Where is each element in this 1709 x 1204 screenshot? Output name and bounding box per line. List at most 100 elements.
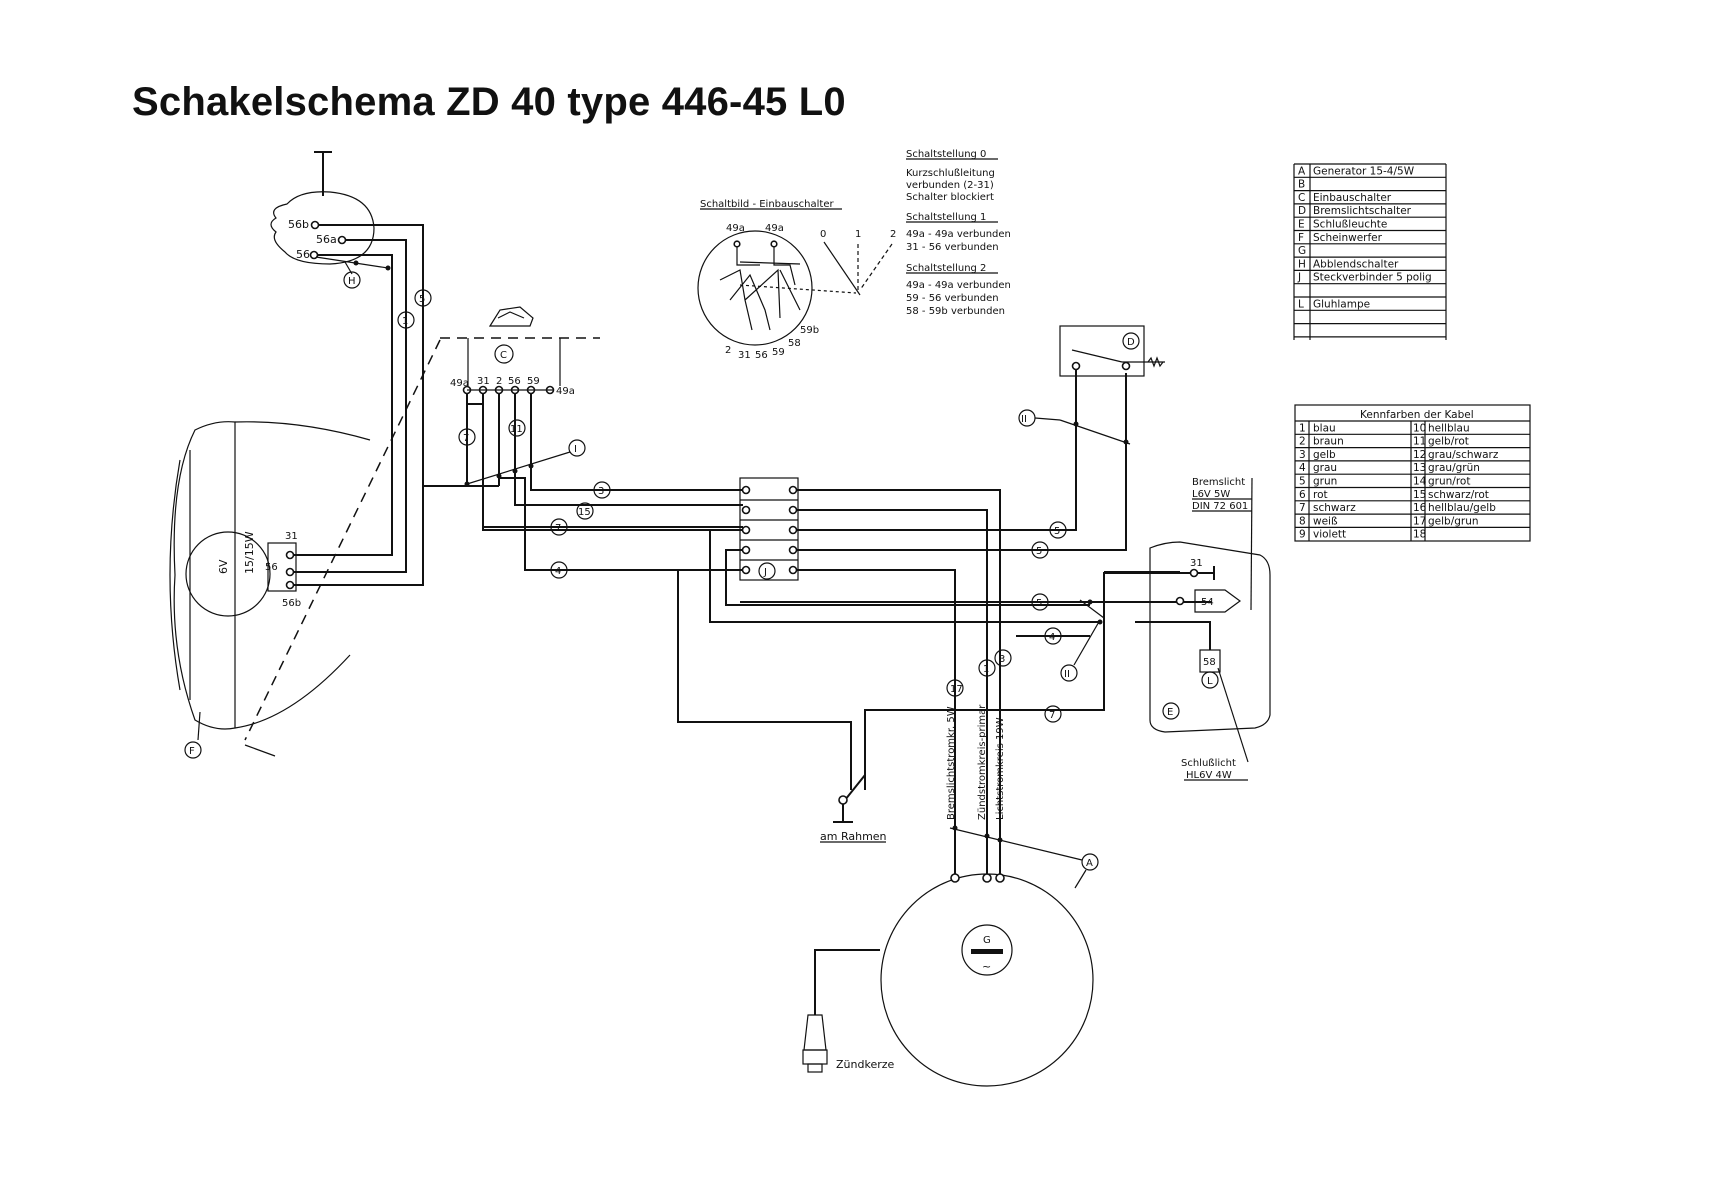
connector-j: J bbox=[677, 477, 1100, 790]
cable-num: 9 bbox=[1299, 529, 1306, 541]
dimmer-terminal-56a: 56a bbox=[316, 233, 337, 246]
cable-num: 7 bbox=[1299, 502, 1306, 514]
lamp-watt: 15/15W bbox=[243, 531, 256, 574]
zundkerze-label: Zündkerze bbox=[836, 1058, 895, 1071]
cable-num: 4 bbox=[1299, 462, 1306, 474]
dimmer-wires: 1 5 bbox=[290, 224, 432, 586]
switch-positions: Schaltstellung 0 Kurzschlußleitung verbu… bbox=[906, 149, 1011, 317]
sb-terminal-49a-1: 49a bbox=[726, 223, 745, 234]
cable-num: 1 bbox=[1299, 422, 1306, 434]
wire-num-1b: 1 bbox=[983, 664, 989, 675]
cable-color: weiß bbox=[1313, 515, 1338, 527]
component-key: A bbox=[1298, 165, 1306, 177]
cable-color: gelb/grun bbox=[1428, 515, 1479, 527]
component-name: Bremslichtschalter bbox=[1313, 205, 1412, 217]
c-terminal-31: 31 bbox=[477, 376, 490, 387]
wire-num-4a: 4 bbox=[555, 566, 561, 577]
cable-num: 18 bbox=[1413, 529, 1426, 541]
pos0-line-2: verbunden (2-31) bbox=[906, 180, 994, 191]
bremslicht-din: DIN 72 601 bbox=[1192, 501, 1248, 512]
cable-color: grau/schwarz bbox=[1428, 449, 1499, 461]
bremslicht-label: Bremslicht bbox=[1192, 477, 1245, 488]
component-key: D bbox=[1298, 205, 1306, 217]
component-name: Generator 15-4/5W bbox=[1313, 165, 1415, 177]
letter-a: A bbox=[1086, 858, 1093, 869]
sb-pos-0: 0 bbox=[820, 229, 826, 240]
connector-right-wires: II 5 5 5 4 7 bbox=[740, 373, 1212, 874]
cable-color: hellblau bbox=[1428, 422, 1470, 434]
cable-color: hellblau/gelb bbox=[1428, 502, 1496, 514]
generator-ac-symbol: ~ bbox=[982, 960, 991, 973]
lamp-terminal-56a: 56 bbox=[265, 562, 278, 573]
letter-c: C bbox=[500, 350, 507, 361]
cable-num: 17 bbox=[1413, 515, 1426, 527]
bremslicht-spec: L6V 5W bbox=[1192, 489, 1230, 500]
letter-d: D bbox=[1127, 337, 1135, 348]
cable-color: grun/rot bbox=[1428, 476, 1470, 488]
cable-color: gelb bbox=[1313, 449, 1336, 461]
cable-color: schwarz bbox=[1313, 502, 1356, 514]
sb-terminal-59b: 59b bbox=[800, 325, 819, 336]
sb-terminal-56: 56 bbox=[755, 350, 768, 361]
c-terminal-49a-right: 49a bbox=[556, 386, 575, 397]
cable-num: 6 bbox=[1299, 489, 1306, 501]
headlamp: 6V 15/15W 31 56 56b F bbox=[169, 337, 600, 759]
pos0-line-3: Schalter blockiert bbox=[906, 192, 994, 203]
sb-terminal-49a-2: 49a bbox=[765, 223, 784, 234]
pos2-title: Schaltstellung 2 bbox=[906, 263, 986, 274]
bremslicht-stromkreis-label: Bremslichtstromkr. 5W bbox=[946, 706, 957, 820]
cable-num: 14 bbox=[1413, 476, 1427, 488]
generator: G ~ A Zündkerze 17 1 3 Bremslichtstromkr… bbox=[802, 649, 1099, 1087]
cable-color: braun bbox=[1313, 436, 1344, 448]
schaltbild-title: Schaltbild - Einbauschalter bbox=[700, 199, 835, 210]
wire-num-17: 17 bbox=[950, 684, 963, 695]
lamp-terminal-31: 31 bbox=[285, 531, 298, 542]
cable-num: 11 bbox=[1413, 436, 1426, 448]
am-rahmen-label: am Rahmen bbox=[820, 830, 887, 843]
cable-color: grun bbox=[1313, 476, 1337, 488]
e-terminal-58: 58 bbox=[1203, 657, 1216, 668]
letter-h: H bbox=[348, 276, 356, 287]
diagram-title: Schakelschema ZD 40 type 446-45 L0 bbox=[132, 80, 846, 124]
dimmer-terminal-56: 56 bbox=[296, 248, 310, 261]
schlusslicht-label: Schlußlicht bbox=[1181, 758, 1236, 769]
switch-detail: Schaltbild - Einbauschalter 49a 49a 59b … bbox=[697, 199, 896, 361]
letter-e: E bbox=[1167, 707, 1173, 718]
c-terminal-56: 56 bbox=[508, 376, 521, 387]
cable-color: violett bbox=[1313, 529, 1346, 541]
cable-color: schwarz/rot bbox=[1428, 489, 1489, 501]
cable-color: grau/grün bbox=[1428, 462, 1480, 474]
generator-g-label: G bbox=[983, 935, 991, 946]
cable-num: 12 bbox=[1413, 449, 1426, 461]
component-key: B bbox=[1298, 179, 1305, 191]
frame-ground: am Rahmen bbox=[820, 710, 887, 843]
lamp-terminal-56b: 56b bbox=[282, 598, 301, 609]
cable-num: 5 bbox=[1299, 476, 1306, 488]
tail-light: 31 54 58 L E Bremslicht L6V 5W DIN 72 60… bbox=[1104, 477, 1271, 781]
cable-num: 8 bbox=[1299, 515, 1306, 527]
dimmer-terminal-56b: 56b bbox=[288, 218, 309, 231]
wire-num-3a: 3 bbox=[598, 486, 604, 497]
letter-j: J bbox=[763, 567, 767, 578]
component-key: C bbox=[1298, 192, 1305, 204]
c-terminal-2: 2 bbox=[496, 376, 502, 387]
component-name: Schlußleuchte bbox=[1313, 219, 1387, 231]
licht-stromkreis-label: Lichtstromkreis 19W bbox=[995, 717, 1006, 820]
sb-pos-2: 2 bbox=[890, 229, 896, 240]
cable-num: 2 bbox=[1299, 436, 1306, 448]
wire-num-3b: 3 bbox=[999, 654, 1005, 665]
pos0-title: Schaltstellung 0 bbox=[906, 149, 986, 160]
sb-terminal-31: 31 bbox=[738, 350, 751, 361]
cable-color: gelb/rot bbox=[1428, 436, 1469, 448]
pos2-line-1: 49a - 49a verbunden bbox=[906, 280, 1011, 291]
sb-pos-1: 1 bbox=[855, 229, 861, 240]
cable-color: blau bbox=[1313, 422, 1336, 434]
wire-num-7c: 7 bbox=[1049, 710, 1055, 721]
wire-num-5a: 5 bbox=[419, 294, 425, 305]
component-key: L bbox=[1298, 298, 1304, 310]
wire-num-4b: 4 bbox=[1049, 632, 1055, 643]
cable-num: 13 bbox=[1413, 462, 1426, 474]
cable-table-header: Kennfarben der Kabel bbox=[1360, 409, 1474, 421]
cable-num: 3 bbox=[1299, 449, 1306, 461]
